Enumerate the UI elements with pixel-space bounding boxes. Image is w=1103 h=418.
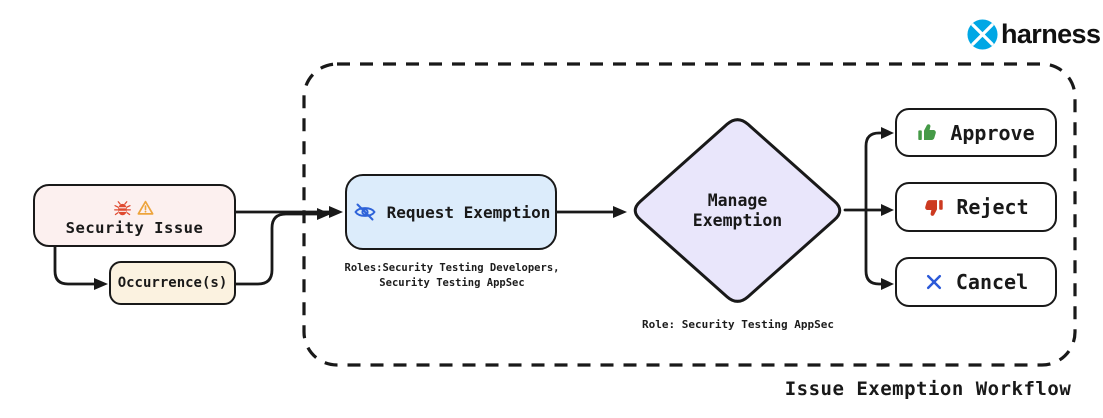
approve-label: Approve: [950, 120, 1035, 145]
connector-branch-cancel: [864, 208, 883, 286]
cancel-node: Cancel: [895, 257, 1057, 307]
manage-exemption-line1: Manage: [707, 191, 768, 210]
arrowhead-request-lower: [317, 208, 331, 220]
connector-branch-approve: [864, 131, 883, 212]
manage-role-caption: Role: Security Testing AppSec: [641, 318, 835, 331]
request-roles-caption: Roles:Security Testing Developers, Secur…: [344, 262, 560, 289]
manage-exemption-label: Manage Exemption: [670, 191, 805, 231]
manage-exemption-diamond: [633, 118, 842, 303]
harness-logo: harness: [966, 18, 1101, 51]
connector-occurrence-request: [234, 212, 319, 286]
thumbs-up-icon: [917, 122, 938, 143]
bug-icon: [114, 200, 131, 217]
occurrence-node: Occurrence(s): [109, 261, 236, 305]
warning-icon: [136, 199, 155, 217]
thumbs-down-icon: [923, 197, 944, 218]
security-issue-icons: [114, 198, 155, 218]
connector-security-occurrence: [53, 245, 96, 286]
eye-off-icon: [352, 200, 378, 224]
manage-exemption-line2: Exemption: [692, 211, 783, 230]
arrowhead-cancel: [881, 278, 894, 290]
reject-node: Reject: [895, 182, 1057, 232]
arrowhead-reject: [881, 204, 894, 216]
request-exemption-label: Request Exemption: [386, 202, 551, 222]
security-issue-node: Security Issue: [33, 184, 236, 247]
arrowhead-manage: [613, 206, 627, 218]
x-icon: [924, 272, 944, 292]
harness-logo-icon: [966, 18, 999, 51]
reject-label: Reject: [956, 195, 1029, 219]
cancel-label: Cancel: [955, 270, 1029, 294]
arrowheads: [94, 127, 894, 290]
occurrence-label: Occurrence(s): [117, 275, 228, 291]
request-exemption-node: Request Exemption: [345, 174, 557, 250]
arrowhead-occurrence: [94, 278, 108, 290]
security-issue-label: Security Issue: [65, 219, 204, 237]
workflow-caption: Issue Exemption Workflow: [784, 378, 1072, 400]
approve-node: Approve: [895, 108, 1057, 157]
harness-wordmark: harness: [1001, 19, 1101, 49]
connectors: [53, 131, 883, 286]
arrowhead-approve: [881, 127, 894, 139]
arrowhead-request-upper: [329, 206, 343, 218]
